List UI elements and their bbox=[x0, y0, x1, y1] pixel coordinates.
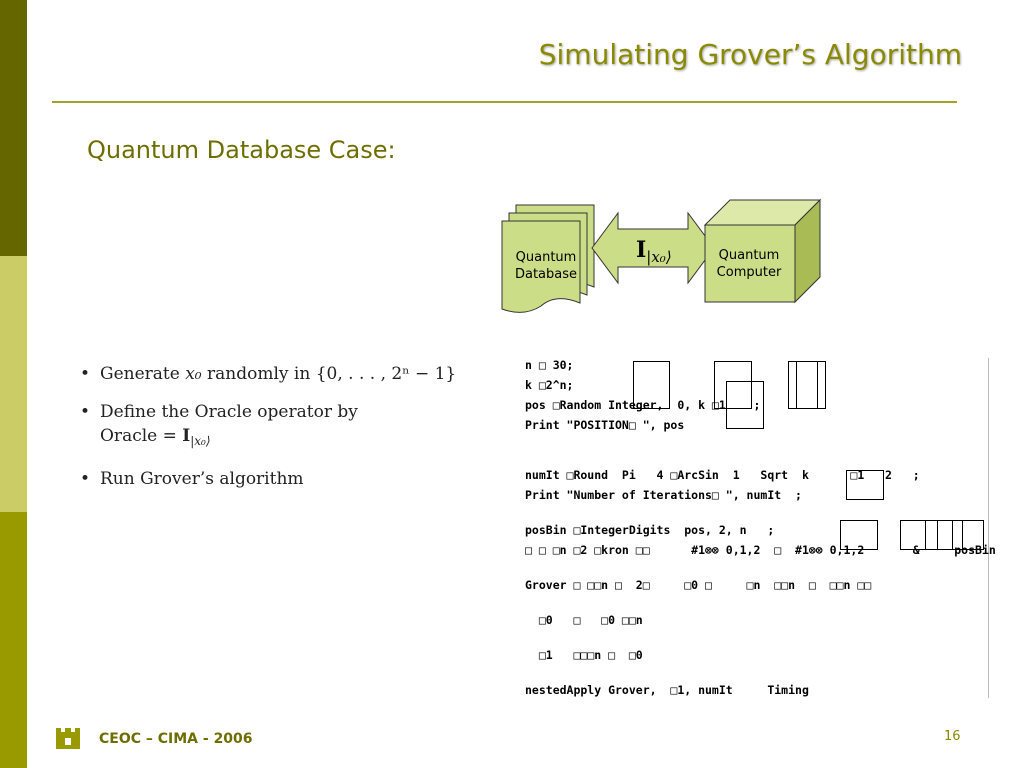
database-label: Quantum Database bbox=[503, 249, 589, 283]
code-line: n □ 30; bbox=[525, 358, 574, 372]
computer-label: Quantum Computer bbox=[706, 247, 792, 281]
bullet-text: Run Grover’s algorithm bbox=[100, 469, 304, 489]
bullet-item: • Generate x₀ randomly in {0, . . . , 2ⁿ… bbox=[80, 362, 500, 386]
bullet-text: Define the Oracle operator by bbox=[100, 402, 358, 422]
code-line: numIt □Round Pi 4 □ArcSin 1 Sqrt k □1 2 … bbox=[525, 468, 920, 482]
section-heading: Quantum Database Case: bbox=[87, 136, 396, 164]
sidebar-dark-block bbox=[0, 0, 27, 256]
oracle-operator-label: I|x₀⟩ bbox=[636, 237, 672, 266]
slide-title: Simulating Grover’s Algorithm bbox=[538, 38, 962, 71]
bullet-item: • Define the Oracle operator by Oracle =… bbox=[80, 400, 500, 453]
operator-symbol: I bbox=[636, 237, 647, 263]
formula-text: Oracle = bbox=[100, 426, 183, 446]
code-line: k □2^n; bbox=[525, 378, 574, 392]
bullet-list: • Generate x₀ randomly in {0, . . . , 2ⁿ… bbox=[80, 362, 500, 505]
sidebar-mid-block bbox=[0, 512, 27, 768]
glyph-box bbox=[952, 520, 984, 550]
code-line: Print "POSITION□ ", pos bbox=[525, 418, 685, 432]
database-label-line2: Database bbox=[514, 267, 578, 282]
operator-subscript: |x₀⟩ bbox=[646, 248, 672, 266]
code-line: Print "Number of Iterations□ ", numIt ; bbox=[525, 488, 802, 502]
database-documents-icon bbox=[501, 204, 595, 313]
bullet-text: randomly in {0, . . . , 2ⁿ − 1} bbox=[201, 364, 457, 384]
database-label-line1: Quantum bbox=[515, 250, 577, 265]
title-divider bbox=[52, 101, 957, 103]
page-number: 16 bbox=[944, 729, 961, 744]
code-line: □0 □ □0 □□n bbox=[525, 613, 643, 627]
code-line: nestedApply Grover, □1, numIt Timing bbox=[525, 683, 809, 697]
computer-label-line1: Quantum bbox=[718, 248, 780, 263]
castle-logo-icon bbox=[56, 728, 80, 749]
sidebar-light-block bbox=[0, 256, 27, 512]
quantum-database-diagram: Quantum Database I|x₀⟩ Quantum Computer bbox=[500, 195, 830, 320]
code-line: Grover □ □□n □ 2□ □0 □ □n □□n □ □□n □□ bbox=[525, 578, 872, 592]
quantum-computer-cube-icon bbox=[703, 198, 822, 304]
computer-label-line2: Computer bbox=[716, 265, 782, 280]
bullet-dot: • bbox=[80, 364, 91, 384]
glyph-box bbox=[796, 361, 818, 409]
code-line: posBin □IntegerDigits pos, 2, n ; bbox=[525, 523, 775, 537]
glyph-box bbox=[925, 520, 963, 550]
formula-subscript: |x₀⟩ bbox=[190, 434, 211, 448]
code-line: □1 □□□n □ □0 bbox=[525, 648, 643, 662]
glyph-box bbox=[900, 520, 938, 550]
diagram-shapes bbox=[501, 198, 822, 313]
glyph-box bbox=[726, 381, 764, 429]
glyph-box bbox=[714, 361, 752, 409]
glyph-box bbox=[846, 470, 884, 500]
bullet-item: • Run Grover’s algorithm bbox=[80, 467, 500, 491]
bullet-dot: • bbox=[80, 469, 91, 489]
glyph-box bbox=[840, 520, 878, 550]
bullet-oracle-formula: Oracle = I|x₀⟩ bbox=[100, 424, 500, 453]
bullet-dot: • bbox=[80, 402, 91, 422]
bullet-math: x₀ bbox=[185, 364, 202, 384]
footer-text: CEOC – CIMA - 2006 bbox=[99, 731, 253, 747]
formula-symbol: I bbox=[182, 426, 191, 446]
mathematica-code-panel: n □ 30; k □2^n; pos □Random Integer, 0, … bbox=[520, 358, 996, 698]
code-line: □ □ □n □2 □kron □□ #1⊗⊗ 0,1,2 □ #1⊗⊗ 0,1… bbox=[525, 543, 996, 557]
glyph-box bbox=[633, 361, 670, 409]
bullet-text: Generate bbox=[100, 364, 186, 384]
